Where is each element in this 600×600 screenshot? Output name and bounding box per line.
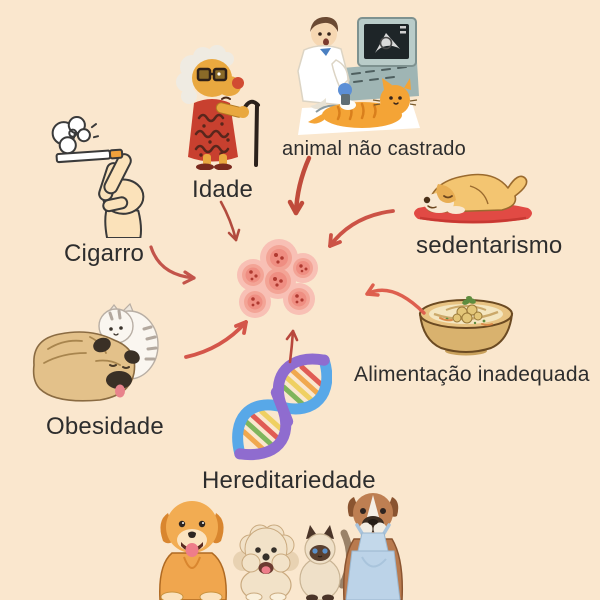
label-obesidade: Obesidade bbox=[46, 413, 164, 440]
sleeping-dog-cushion-icon bbox=[408, 162, 538, 228]
label-hereditariedade: Hereditariedade bbox=[202, 467, 376, 494]
label-nao-castrado: animal não castrado bbox=[282, 138, 466, 160]
tumor-cells-icon bbox=[236, 238, 326, 323]
arrow-nao-castrado bbox=[287, 155, 312, 216]
dna-helix-icon bbox=[232, 350, 332, 465]
arrow-cigarro bbox=[149, 245, 196, 285]
food-bowl-icon bbox=[416, 292, 516, 358]
label-alimentacao: Alimentação inadequada bbox=[354, 363, 590, 386]
obese-pug-and-cat-icon bbox=[26, 303, 160, 413]
label-sedentarismo: sedentarismo bbox=[416, 232, 563, 259]
arrow-idade bbox=[219, 200, 241, 242]
arrow-sedentarismo bbox=[328, 209, 395, 248]
smoking-hand-icon bbox=[42, 112, 154, 238]
elderly-lady-cane-icon bbox=[172, 45, 262, 170]
label-idade: Idade bbox=[192, 176, 254, 203]
vet-ultrasound-cat-icon bbox=[296, 8, 422, 140]
label-cigarro: Cigarro bbox=[64, 240, 145, 267]
dog-breeds-and-cat-group-icon bbox=[148, 487, 404, 600]
